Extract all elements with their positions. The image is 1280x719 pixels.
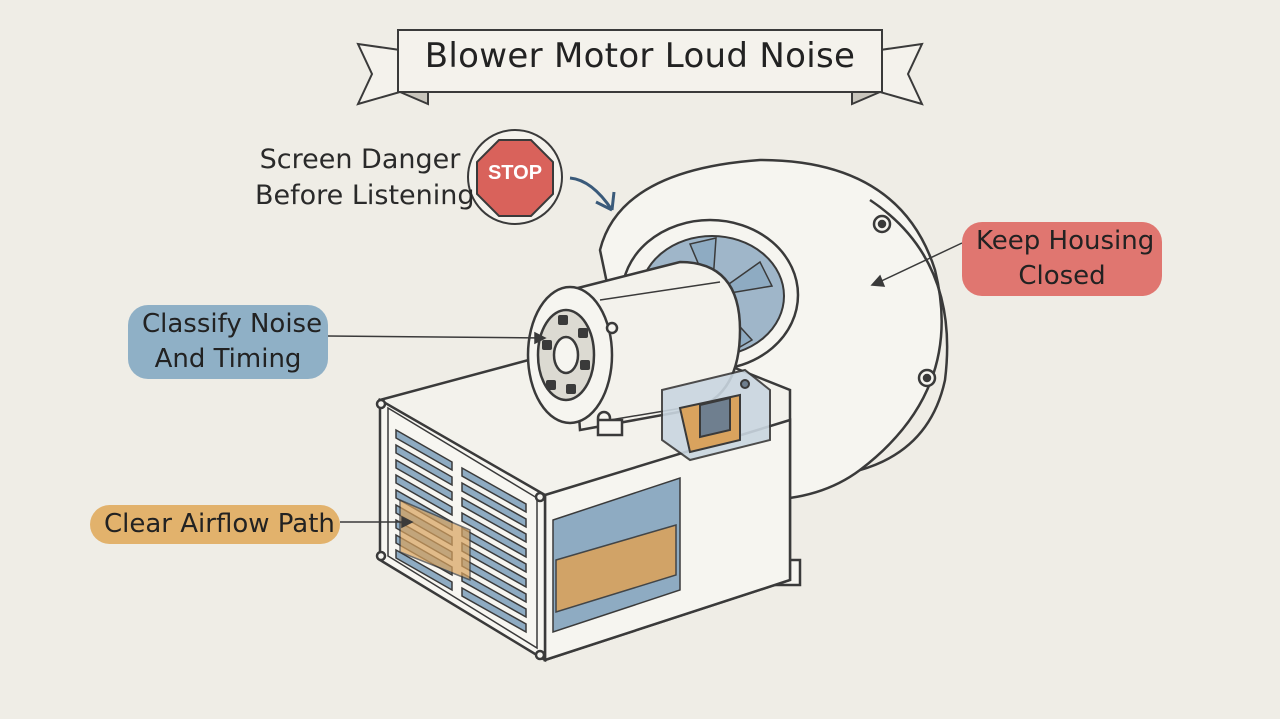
louver-slat bbox=[395, 428, 453, 472]
louver-slat bbox=[395, 473, 453, 517]
louver-slat bbox=[461, 571, 527, 619]
louver-slat bbox=[395, 458, 453, 502]
louver-slat bbox=[461, 466, 527, 514]
housing-leader bbox=[874, 242, 963, 285]
louver-slat bbox=[395, 548, 453, 592]
leader-lines bbox=[327, 242, 963, 529]
classify-leader bbox=[327, 335, 546, 339]
stop-sign-label: STOP bbox=[487, 162, 543, 184]
banner-right-tail bbox=[879, 42, 924, 106]
louver-slat bbox=[461, 496, 527, 544]
callout-keep-housing-line2: Closed bbox=[1018, 261, 1106, 291]
callout-keep-housing-line1: Keep Housing bbox=[976, 226, 1155, 256]
title-banner bbox=[356, 29, 924, 106]
callout-screen-danger: Screen Danger Before Listening bbox=[255, 142, 475, 214]
louver-slat bbox=[461, 481, 527, 529]
filter-cutaway bbox=[399, 476, 681, 634]
banner-left-tail bbox=[356, 42, 401, 106]
capacitor-box bbox=[661, 368, 771, 462]
callout-classify-noise: Classify Noise And Timing bbox=[128, 305, 328, 379]
callout-classify-noise-line2: And Timing bbox=[154, 344, 302, 374]
page-title: Blower Motor Loud Noise bbox=[424, 36, 856, 76]
callout-screen-danger-line2: Before Listening bbox=[255, 180, 475, 211]
banner-body bbox=[397, 29, 883, 93]
curved-arrow-icon bbox=[569, 176, 616, 212]
callout-classify-noise-line1: Classify Noise bbox=[142, 309, 323, 339]
louver-slat bbox=[461, 511, 527, 559]
callout-keep-housing: Keep Housing Closed bbox=[962, 222, 1162, 296]
louver-slat bbox=[461, 586, 527, 634]
callout-screen-danger-line1: Screen Danger bbox=[259, 144, 461, 175]
callout-clear-airflow: Clear Airflow Path bbox=[90, 505, 340, 544]
louver-slat bbox=[395, 443, 453, 487]
stop-sign-icon bbox=[467, 129, 563, 225]
